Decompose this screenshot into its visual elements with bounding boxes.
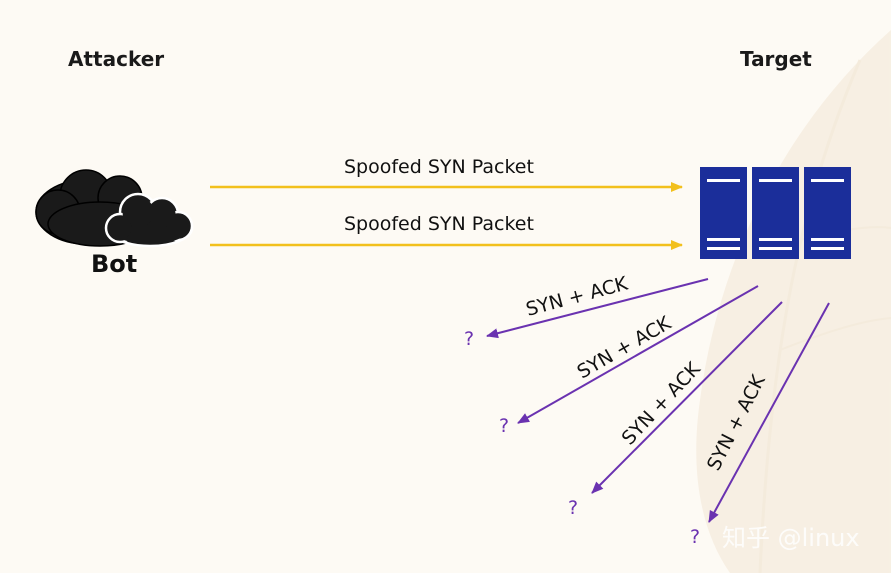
unknown-destination-label: ? [568,497,578,519]
response-label: SYN + ACK [618,358,706,450]
response-arrow [708,302,830,523]
unknown-destination-label: ? [499,415,509,437]
cloud-icon [35,169,194,248]
background-leaf-decoration [696,30,891,573]
response-arrow [486,278,709,339]
attacker-heading: Attacker [68,47,164,71]
response-arrow [517,285,759,424]
request-label: Spoofed SYN Packet [344,156,534,178]
server-unit [700,167,747,259]
request-label: Spoofed SYN Packet [344,213,534,235]
server-unit [752,167,799,259]
server-rack-icon [700,167,851,259]
response-arrow [591,301,783,494]
unknown-destination-label: ? [464,328,474,350]
target-heading: Target [740,47,812,71]
unknown-destination-label: ? [690,526,700,548]
watermark-text: 知乎 @linux [722,524,860,552]
response-label: SYN + ACK [574,312,676,383]
bot-label: Bot [91,250,137,278]
server-unit [804,167,851,259]
